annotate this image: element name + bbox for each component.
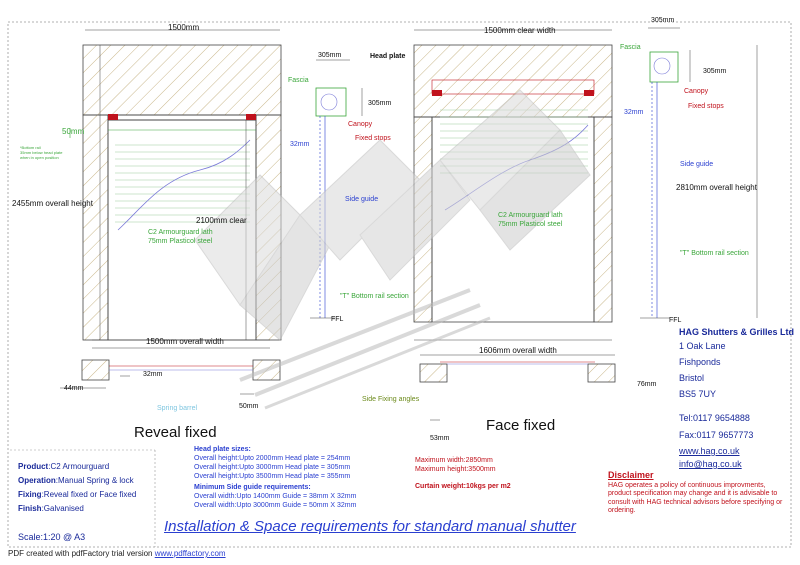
reveal-bottom-note: *Bottom rail 35mm below head plate when … [20, 145, 63, 161]
face-overall-height: 2810mm overall height [676, 183, 757, 192]
face-canopy-label: Canopy [684, 88, 709, 95]
reveal-fascia-label: Fascia [288, 77, 309, 84]
page-border [7, 21, 792, 548]
disclaimer-text: HAG operates a policy of continuous impr… [608, 482, 783, 515]
face-dim-53: 53mm [430, 435, 450, 442]
side-guide-req-title: Minimum Side guide requirements: [194, 484, 311, 491]
face-top-width: 1500mm clear width [484, 26, 556, 35]
reveal-top-width: 1500mm [168, 23, 200, 32]
face-side-guide-label: Side guide [680, 161, 714, 168]
company-name: HAG Shutters & Grilles Ltd [679, 327, 795, 337]
face-dim-76: 76mm [637, 381, 657, 388]
reveal-plan [60, 359, 281, 395]
company-web-link[interactable]: www.hag.co.uk [679, 446, 740, 456]
face-overall-width: 1606mm overall width [479, 346, 557, 355]
side-fixing-label: Side Fixing angles [362, 396, 420, 403]
face-title: Face fixed [486, 417, 556, 434]
main-title: Installation & Space requirements for st… [164, 518, 576, 535]
reveal-overall-height: 2455mm overall height [12, 199, 93, 208]
spec-product: Product:C2 Armourguard [18, 462, 110, 471]
face-section-32: 32mm [624, 109, 644, 116]
face-ffl-label: FFL [669, 317, 682, 324]
reveal-overall-width: 1500mm overall width [146, 337, 224, 346]
reveal-dim-44: 44mm [64, 385, 84, 392]
reveal-side-guide-label: Side guide [345, 196, 379, 203]
max-width: Maximum width:2850mm [415, 457, 493, 464]
spec-finish: Finish:Galvanised [18, 504, 84, 513]
spec-scale: Scale:1:20 @ A3 [18, 532, 86, 542]
face-section [640, 27, 758, 319]
reveal-section-305-top: 305mm [318, 52, 342, 59]
reveal-bottom-rail-label: "T" Bottom rail section [340, 293, 409, 300]
face-bottom-rail-label: "T" Bottom rail section [680, 250, 749, 257]
spring-barrel-label: Spring barrel [157, 405, 198, 412]
hag-watermark [194, 89, 591, 410]
reveal-fixed-stops-label: Fixed stops [355, 135, 391, 142]
reveal-section-32: 32mm [290, 141, 310, 148]
company-email-link[interactable]: info@hag.co.uk [679, 459, 742, 469]
curtain-weight: Curtain weight:10kgs per m2 [415, 483, 511, 490]
face-plan [419, 354, 616, 421]
reveal-ffl-label: FFL [331, 316, 344, 323]
company-addr4: BS5 7UY [679, 389, 717, 399]
reveal-laths-line1: C2 Armourguard lath [148, 229, 213, 236]
reveal-title: Reveal fixed [134, 424, 217, 441]
max-height: Maximum height:3500mm [415, 466, 496, 473]
pdffactory-link[interactable]: www.pdffactory.com [154, 549, 226, 558]
face-fascia-label: Fascia [620, 44, 641, 51]
face-fixed-stops-label: Fixed stops [688, 103, 724, 110]
reveal-offset: 50mm [62, 127, 85, 136]
head-plate-size-row: Overall height:Upto 2000mm Head plate = … [194, 455, 351, 462]
reveal-canopy-label: Canopy [348, 121, 373, 128]
face-section-305-top: 305mm [651, 17, 675, 24]
company-addr1: 1 Oak Lane [679, 341, 726, 351]
side-guide-req-row: Overall width:Upto 3000mm Guide = 50mm X… [194, 502, 357, 509]
spec-operation: Operation:Manual Spring & lock [18, 476, 134, 485]
company-addr3: Bristol [679, 373, 705, 383]
reveal-dim-32: 32mm [143, 371, 163, 378]
spec-fixing: Fixing:Reveal fixed or Face fixed [18, 490, 137, 499]
head-plate-sizes-title: Head plate sizes: [194, 446, 251, 453]
head-plate-label: Head plate [370, 53, 406, 60]
head-plate-size-row: Overall height:Upto 3000mm Head plate = … [194, 464, 351, 471]
side-guide-req-row: Overall width:Upto 1400mm Guide = 38mm X… [194, 493, 357, 500]
company-fax: Fax:0117 9657773 [679, 430, 754, 440]
face-section-305-side: 305mm [703, 68, 727, 75]
reveal-dim-50: 50mm [239, 403, 259, 410]
company-tel: Tel:0117 9654888 [679, 413, 750, 423]
reveal-laths-line2: 75mm Plasticol steel [148, 238, 213, 245]
pdf-footer: PDF created with pdfFactory trial versio… [8, 549, 226, 558]
face-laths-line2: 75mm Plasticol steel [498, 221, 563, 228]
disclaimer-title: Disclaimer [608, 470, 654, 480]
face-laths-line1: C2 Armourguard lath [498, 212, 563, 219]
head-plate-size-row: Overall height:Upto 3500mm Head plate = … [194, 473, 351, 480]
reveal-clear-height: 2100mm clear [196, 216, 247, 225]
reveal-section-305-side: 305mm [368, 100, 392, 107]
company-addr2: Fishponds [679, 357, 721, 367]
